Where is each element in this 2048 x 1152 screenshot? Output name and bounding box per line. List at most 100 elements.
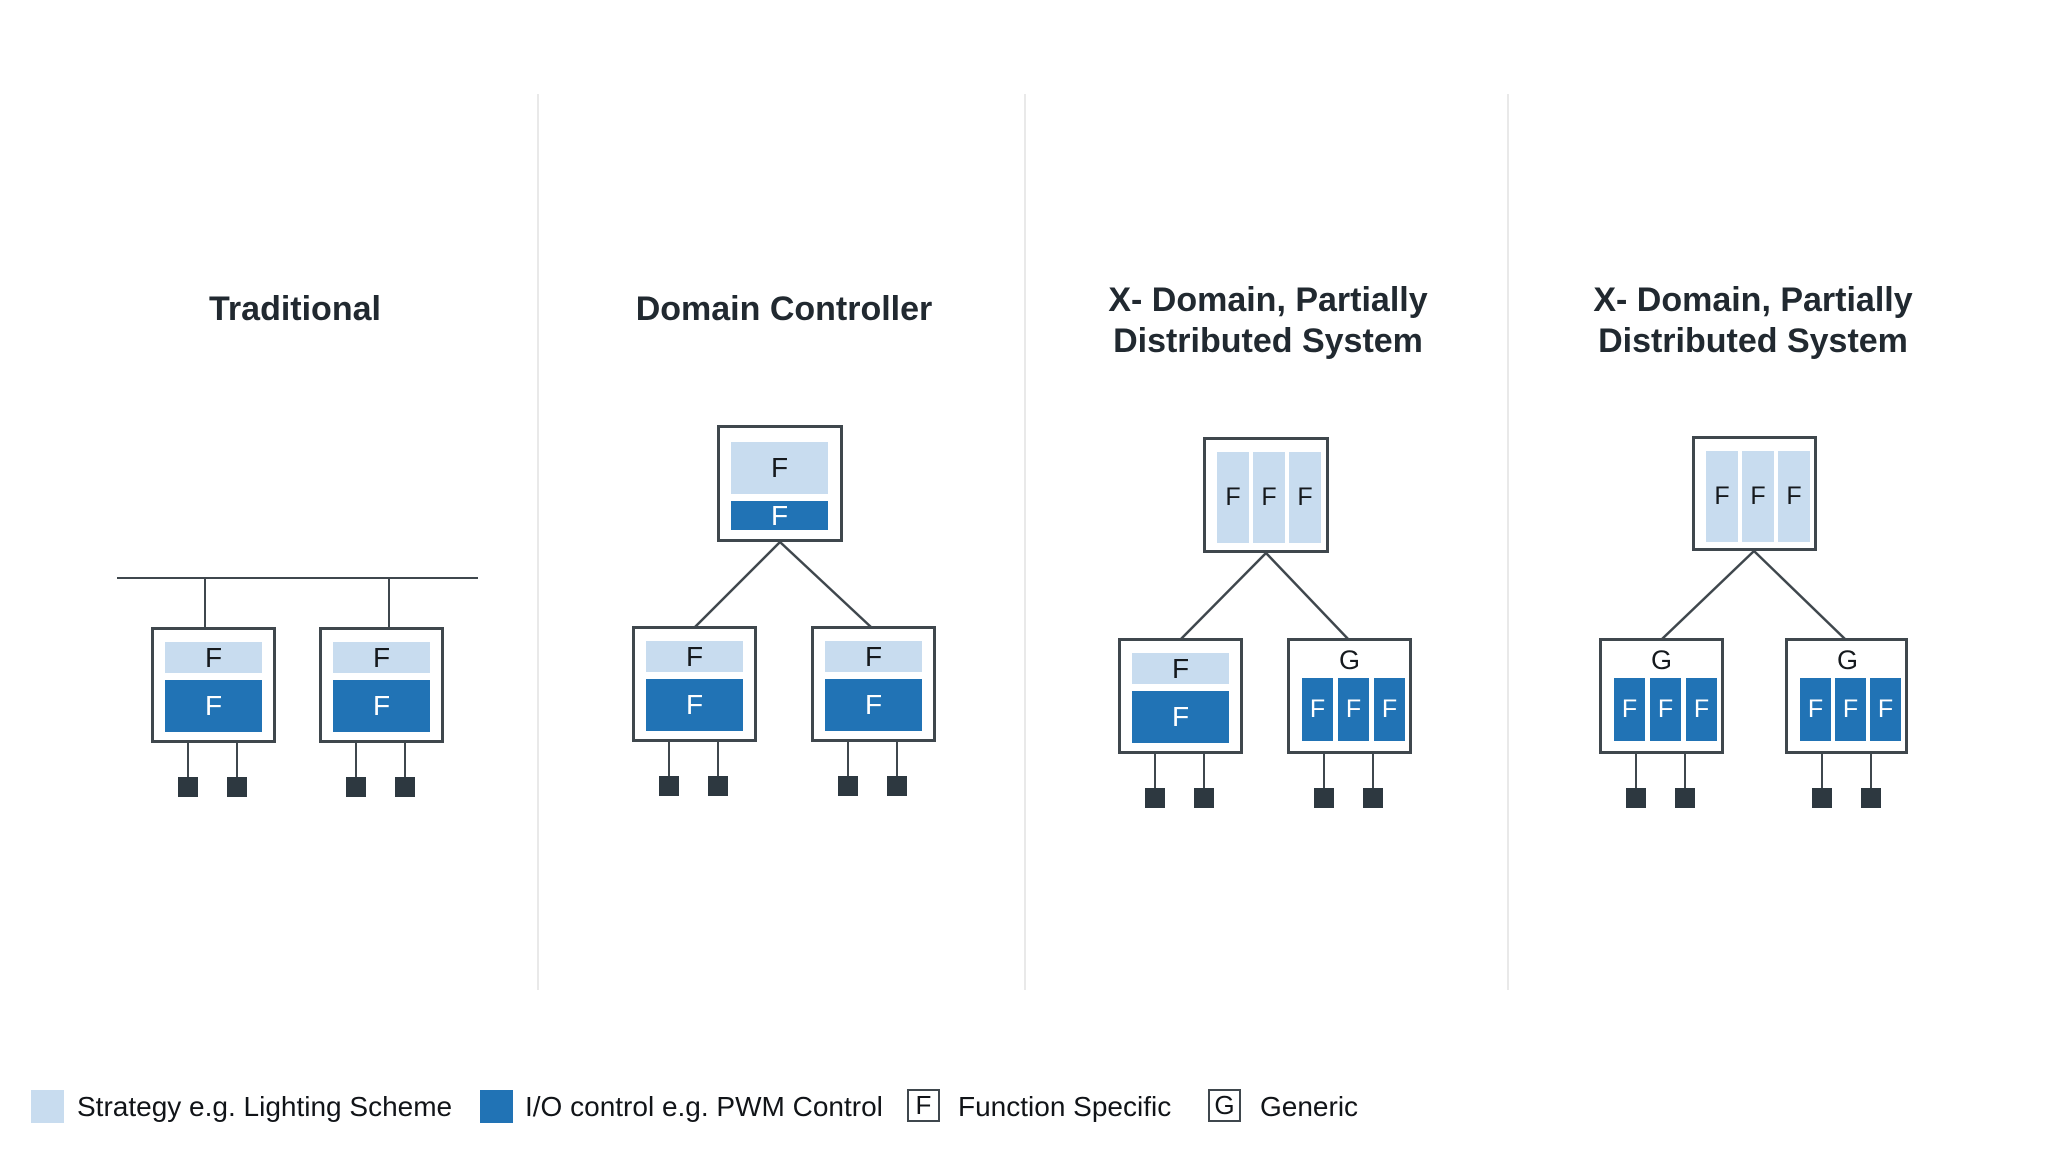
sensor-actuator-square	[708, 776, 728, 796]
strategy-slice: F	[1742, 451, 1774, 542]
io-stub-line	[355, 740, 357, 777]
ecu-box: F F	[1118, 638, 1243, 754]
title-line: X- Domain, Partially	[1108, 281, 1428, 319]
generic-label: G	[1214, 1090, 1235, 1120]
generic-label: G	[1338, 645, 1360, 675]
io-stub-line	[717, 739, 719, 776]
strategy-bar: F	[646, 641, 743, 672]
ecu-box: F F	[632, 626, 757, 742]
function-label: F	[770, 452, 789, 483]
function-label: F	[1171, 652, 1190, 684]
sensor-actuator-square	[887, 776, 907, 796]
legend-label-generic: Generic	[1260, 1090, 1359, 1122]
strategy-bar: F	[731, 442, 828, 494]
io-control-slice: F	[1374, 678, 1405, 741]
function-label: F	[685, 640, 704, 672]
strategy-bar: F	[333, 642, 430, 673]
sensor-actuator-square	[659, 776, 679, 796]
io-stub-line	[1821, 751, 1823, 788]
function-label: F	[1621, 695, 1638, 723]
io-control-swatch	[480, 1090, 513, 1123]
sensor-actuator-square	[838, 776, 858, 796]
function-specific-symbol: F	[907, 1089, 940, 1122]
sensor-actuator-square	[1626, 788, 1646, 808]
sensor-actuator-square	[178, 777, 198, 797]
io-stub-line	[847, 739, 849, 776]
generic-ecu-box: G F F F	[1785, 638, 1908, 754]
function-label: F	[1877, 695, 1894, 723]
function-label: F	[864, 640, 883, 672]
title-line: Traditional	[209, 290, 381, 328]
column-title-traditional: Traditional	[115, 289, 475, 330]
io-stub-line	[1635, 751, 1637, 788]
io-stub-line	[1154, 751, 1156, 788]
domain-controller-box: F F	[717, 425, 843, 542]
column-divider	[537, 94, 539, 990]
sensor-actuator-square	[1812, 788, 1832, 808]
io-control-bar: F	[165, 680, 262, 732]
io-stub-line	[1203, 751, 1205, 788]
sensor-actuator-square	[1145, 788, 1165, 808]
io-control-slice: F	[1614, 678, 1645, 741]
function-label: F	[204, 641, 223, 673]
ecu-unit: F F	[1118, 638, 1243, 808]
function-label: F	[915, 1090, 932, 1120]
title-line: X- Domain, Partially	[1593, 281, 1913, 319]
function-label: F	[770, 499, 789, 531]
sensor-actuator-square	[346, 777, 366, 797]
column-title-x-domain-1: X- Domain, Partially Distributed System	[1088, 280, 1448, 362]
io-stub-line	[896, 739, 898, 776]
strategy-slice: F	[1706, 451, 1738, 542]
column-divider	[1024, 94, 1026, 990]
strategy-bar: F	[165, 642, 262, 673]
io-control-slice: F	[1650, 678, 1681, 741]
function-label: F	[204, 690, 223, 721]
sensor-actuator-square	[227, 777, 247, 797]
strategy-slice: F	[1778, 451, 1810, 542]
column-title-x-domain-2: X- Domain, Partially Distributed System	[1573, 280, 1933, 362]
io-control-bar: F	[731, 499, 828, 531]
sensor-actuator-square	[1363, 788, 1383, 808]
function-label: F	[1309, 695, 1326, 723]
bus-drop-line	[204, 577, 206, 628]
function-label: F	[372, 641, 391, 673]
x-domain-controller-box: F F F	[1692, 436, 1817, 551]
generic-ecu-unit: G F F F	[1599, 638, 1724, 808]
ecu-unit: F F	[151, 627, 276, 797]
sensor-actuator-square	[1314, 788, 1334, 808]
generic-ecu-unit: G F F F	[1785, 638, 1910, 808]
io-control-bar: F	[646, 679, 743, 731]
io-stub-line	[668, 739, 670, 776]
legend-label-io-control: I/O control e.g. PWM Control	[525, 1090, 883, 1122]
ecu-unit: F F	[319, 627, 444, 797]
bus-line	[117, 577, 478, 579]
function-label: F	[1171, 701, 1190, 732]
domain-controller-unit: F F	[717, 425, 843, 542]
function-label: F	[1693, 695, 1710, 723]
sensor-actuator-square	[1194, 788, 1214, 808]
legend-label-function-specific: Function Specific	[958, 1090, 1172, 1122]
x-domain-controller-box: F F F	[1203, 437, 1329, 553]
sensor-actuator-square	[1675, 788, 1695, 808]
io-stub-line	[1323, 751, 1325, 788]
function-label: F	[1750, 482, 1766, 510]
generic-symbol: G	[1208, 1089, 1241, 1122]
legend: Strategy e.g. Lighting Scheme I/O contro…	[0, 1089, 2048, 1124]
strategy-slice: F	[1289, 452, 1321, 543]
function-label: F	[685, 689, 704, 720]
io-stub-line	[1870, 751, 1872, 788]
strategy-slice: F	[1217, 452, 1249, 543]
io-control-slice: F	[1686, 678, 1717, 741]
generic-ecu-unit: G F F F	[1287, 638, 1412, 808]
ecu-unit: F F	[632, 626, 757, 796]
bus-drop-line	[388, 577, 390, 628]
function-label: F	[864, 689, 883, 720]
title-line: Distributed System	[1113, 322, 1423, 360]
io-control-bar: F	[825, 679, 922, 731]
function-label: F	[1381, 695, 1398, 723]
function-label: F	[1786, 482, 1802, 510]
io-stub-line	[236, 740, 238, 777]
ecu-box: F F	[151, 627, 276, 743]
